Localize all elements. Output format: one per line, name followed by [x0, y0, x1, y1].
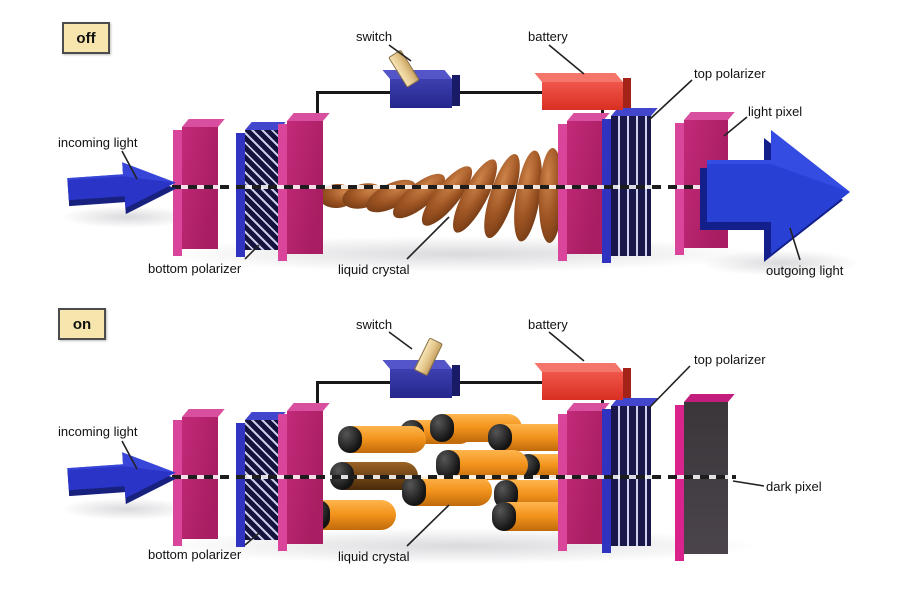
slab-edge [278, 414, 287, 551]
slab-edge [236, 133, 245, 257]
slab-front [245, 420, 279, 540]
label-switch: switch [356, 317, 393, 332]
slab-top-face [287, 403, 330, 411]
wire-segment [316, 91, 392, 94]
battery-body [534, 73, 631, 110]
switch-front-face [390, 79, 452, 108]
state-label: on [72, 315, 92, 333]
liquid-crystal-molecule [402, 476, 492, 506]
label-liquid-crystal: liquid crystal [338, 262, 410, 277]
slab-edge [602, 409, 611, 553]
slab-edge [558, 124, 567, 261]
slab-edge [675, 123, 684, 255]
label-incoming-light: incoming light [58, 135, 138, 150]
slab-top-face [684, 394, 735, 402]
optical-axis [92, 475, 736, 479]
slab-edge [675, 405, 684, 561]
label-outgoing-light: outgoing light [766, 263, 844, 278]
floor-shadow [700, 250, 860, 276]
state-label: off [76, 29, 96, 47]
incoming-light-arrow [67, 162, 177, 215]
switch-front-face [390, 369, 452, 398]
wire-segment [450, 381, 544, 384]
slab-edge [602, 119, 611, 263]
label-switch: switch [356, 29, 393, 44]
label-light-pixel: light pixel [748, 104, 803, 119]
slab-top-face [182, 409, 225, 417]
outgoing-light-arrow [700, 130, 850, 262]
battery-side-face [623, 368, 631, 398]
slab-edge [173, 130, 182, 256]
slab-edge [173, 420, 182, 546]
switch-side-face [452, 75, 460, 106]
slab-top-face [287, 113, 330, 121]
battery-body [534, 363, 631, 400]
leader-line [548, 44, 585, 75]
label-top-polarizer: top polarizer [694, 352, 766, 367]
switch-body [382, 360, 460, 398]
label-bottom-polarizer: bottom polarizer [148, 547, 242, 562]
slab-edge [558, 414, 567, 551]
wire-segment [316, 381, 392, 384]
slab-edge [236, 423, 245, 547]
leader-line [388, 331, 413, 350]
bottom-polarizer-slab [236, 412, 286, 547]
state-badge-on: on [58, 308, 106, 340]
battery-top-face [534, 73, 623, 82]
bottom-polarizer-slab [236, 122, 286, 257]
switch-body [382, 70, 460, 108]
slab-top-face [182, 119, 225, 127]
wire-segment [316, 382, 319, 418]
leader-line [732, 480, 765, 487]
label-battery: battery [528, 317, 568, 332]
battery-front-face [542, 82, 623, 110]
label-liquid-crystal: liquid crystal [338, 549, 410, 564]
wire-segment [450, 91, 544, 94]
leader-line [548, 331, 585, 362]
label-incoming-light: incoming light [58, 424, 138, 439]
incoming-light-arrow [67, 452, 177, 505]
label-battery: battery [528, 29, 568, 44]
slab-edge [278, 124, 287, 261]
slab-front [245, 130, 279, 250]
floor-shadow [60, 498, 195, 520]
slab-top-face [684, 112, 735, 120]
battery-front-face [542, 372, 623, 400]
optical-axis [92, 185, 736, 189]
floor-shadow [60, 206, 195, 228]
label-top-polarizer: top polarizer [694, 66, 766, 81]
label-bottom-polarizer: bottom polarizer [148, 261, 242, 276]
battery-side-face [623, 78, 631, 108]
liquid-crystal-molecule [338, 426, 426, 453]
switch-side-face [452, 365, 460, 396]
leader-line [648, 79, 693, 121]
label-dark-pixel: dark pixel [766, 479, 822, 494]
battery-top-face [534, 363, 623, 372]
state-badge-off: off [62, 22, 110, 54]
wire-segment [316, 92, 319, 128]
